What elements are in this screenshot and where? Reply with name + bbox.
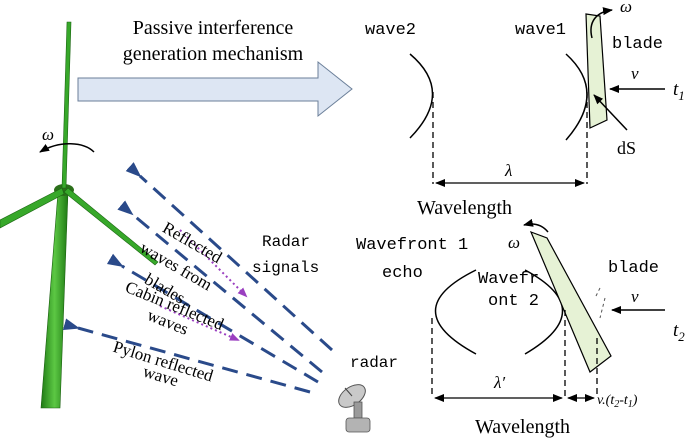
- bottom-blade: [529, 230, 612, 373]
- turbine-omega: ω: [42, 125, 54, 144]
- blade-upper: [585, 13, 608, 129]
- wavefront2-arc: [524, 269, 564, 355]
- purple-arrow-2: [159, 305, 240, 341]
- blade-reflect-line: [117, 200, 323, 374]
- mechanism-title-line2: generation mechanism: [123, 43, 304, 65]
- top-blade-label: blade: [612, 35, 663, 54]
- big-block-arrow: [77, 60, 353, 118]
- radar-signals-label-2: signals: [252, 259, 319, 277]
- cabin-reflect-line: [106, 253, 319, 384]
- wavefront1-arc: [434, 269, 477, 355]
- purple-arrow-1: [179, 229, 248, 298]
- radar-signal-line: [125, 162, 334, 352]
- top-v: v: [631, 64, 639, 83]
- bottom-v: v: [631, 287, 639, 306]
- turbine-omega-arrow: [39, 143, 95, 153]
- radar-dish-icon: [338, 384, 371, 433]
- wavefront2-label-a: Wavefr: [478, 270, 539, 289]
- radar-signals-label-1: Radar: [262, 233, 310, 251]
- ds-arrow: [593, 94, 628, 131]
- wave1-arc: [565, 53, 588, 141]
- bottom-omega: ω: [508, 233, 520, 252]
- wave2-label: wave2: [365, 21, 416, 40]
- bottom-wavelength: Wavelength: [475, 416, 570, 438]
- top-lambda: λ: [504, 161, 512, 180]
- top-omega-arrow: [590, 7, 613, 39]
- pylon-reflect-line: [62, 318, 311, 394]
- bottom-t: t2: [673, 320, 685, 344]
- wave1-label: wave1: [515, 21, 566, 40]
- mechanism-title-line1: Passive interference: [133, 17, 294, 39]
- shift-formula: v.(t2-t1): [597, 393, 638, 410]
- ghost-blade-mark: [599, 297, 606, 319]
- radar-label: radar: [350, 354, 398, 372]
- top-t: t1: [673, 79, 685, 103]
- echo-label: echo: [382, 264, 423, 283]
- wavefront2-label-b: ont 2: [488, 292, 539, 311]
- bottom-blade-label: blade: [608, 259, 659, 278]
- turbine-tower: [40, 191, 69, 409]
- bottom-lambda-prime: λ′: [493, 373, 505, 392]
- top-wavelength: Wavelength: [417, 197, 512, 219]
- turbine-blade-up: [61, 21, 72, 189]
- wavefront1-label: Wavefront 1: [356, 236, 468, 255]
- wave2-arc: [409, 53, 434, 139]
- turbine-blade-down-right: [63, 187, 159, 266]
- ghost-blade-mark: [595, 287, 601, 297]
- turbine-blade-left: [0, 187, 65, 229]
- ds-label: dS: [617, 138, 636, 158]
- bottom-omega-arrow: [523, 218, 549, 233]
- top-omega: ω: [620, 0, 632, 16]
